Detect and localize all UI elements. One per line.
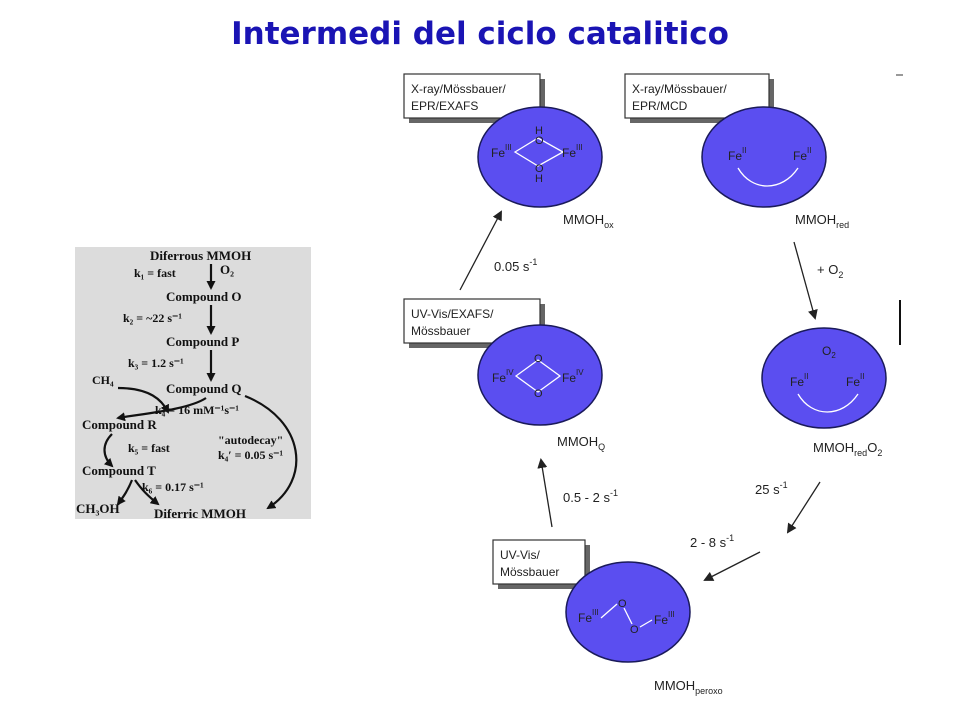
arrow-autodecay — [244, 394, 298, 510]
o-bottom-label: O — [535, 163, 544, 175]
o-top-label: O — [535, 135, 544, 147]
fe-left-label: Fe — [492, 371, 506, 385]
h-bottom-label: H — [535, 173, 543, 185]
technique-box-ox: X-ray/Mössbauer/ EPR/EXAFS — [403, 73, 545, 123]
fe-right-ox-state: II — [807, 146, 811, 155]
fe-left-label: Fe — [578, 611, 592, 625]
k2-label: k₂ = ~22 s⁻¹ — [123, 311, 182, 325]
o-bottom-label: O — [630, 624, 639, 636]
plus-o2-label: + O2 — [817, 262, 843, 280]
diferric-mmoh-label: Diferric MMOH — [154, 506, 246, 521]
autodecay-label: "autodecay" — [218, 433, 283, 447]
fe-right-ox-state: IV — [576, 368, 584, 377]
mmoh-peroxo-label: MMOHperoxo — [654, 678, 723, 696]
fe-right-ox-state: III — [576, 143, 583, 152]
compound-o-label: Compound O — [166, 289, 242, 304]
fe-right-label: Fe — [654, 613, 668, 627]
fe-left-ox-state: III — [505, 143, 512, 152]
rate-25-label: 25 s-1 — [755, 480, 788, 497]
k1-label: k₁ = fast — [134, 266, 176, 280]
fe-left-label: Fe — [491, 146, 505, 160]
fe-left-label: Fe — [790, 375, 804, 389]
compound-r-label: Compound R — [82, 417, 157, 432]
fe-left-ox-state: III — [592, 608, 599, 617]
fe-right-label: Fe — [562, 146, 576, 160]
arrow-k5 — [103, 433, 114, 468]
box-peroxo-line2: Mössbauer — [500, 565, 559, 579]
k3-label: k₃ = 1.2 s⁻¹ — [128, 356, 184, 370]
arrow-to-peroxo — [703, 551, 761, 581]
k4prime-label: k₄′ = 0.05 s⁻¹ — [218, 448, 283, 462]
arrow-to-diferric — [134, 479, 160, 506]
mmoh-red-o2-label: MMOHredO2 — [813, 440, 882, 458]
arrow-peroxo-to-q — [537, 458, 553, 528]
scheme-background — [75, 247, 311, 519]
page-title: Intermedi del ciclo catalitico — [231, 16, 729, 52]
box-peroxo-line1: UV-Vis/ — [500, 548, 540, 562]
fe-left-ox-state: IV — [506, 368, 514, 377]
h-top-label: H — [535, 125, 543, 137]
catalytic-cycle: X-ray/Mössbauer/ EPR/EXAFS X-ray/Mössbau… — [403, 73, 903, 696]
arrow-q-to-ox — [459, 210, 502, 291]
mmoh-red-label: MMOHred — [795, 212, 849, 230]
mmoh-ox-label: MMOHox — [563, 212, 614, 230]
ch3oh-label: CH₃OH — [76, 501, 120, 516]
compound-q-label: Compound Q — [166, 381, 242, 396]
arrow-ch4 — [117, 386, 169, 414]
arrow-red-to-redo2 — [793, 241, 818, 320]
mmoh-q-node: O O Fe IV Fe IV — [477, 324, 603, 426]
mmoh-ox-node: H H O O Fe III Fe III — [477, 106, 603, 208]
arrow-to-ch3oh — [116, 479, 134, 506]
fe-right-ox-state: III — [668, 610, 675, 619]
fe-right-ox-state: II — [860, 372, 864, 381]
rate-2-8-label: 2 - 8 s-1 — [690, 533, 734, 550]
mmoh-red-node: Fe II Fe II — [701, 106, 827, 208]
box-q-line1: UV-Vis/EXAFS/ — [411, 307, 494, 321]
rate-005-label: 0.05 s-1 — [494, 257, 537, 274]
arrow-k4 — [116, 397, 207, 422]
fe-left-ox-state: II — [742, 146, 746, 155]
o-bottom-label: O — [534, 388, 543, 400]
box-ox-line1: X-ray/Mössbauer/ — [411, 82, 506, 96]
ch4-label: CH₄ — [92, 373, 114, 387]
mmoh-red-o2-node: O2 Fe II Fe II — [761, 327, 887, 429]
fe-right-label: Fe — [846, 375, 860, 389]
box-q-line2: Mössbauer — [411, 324, 470, 338]
box-red-line1: X-ray/Mössbauer/ — [632, 82, 727, 96]
fe-left-ox-state: II — [804, 372, 808, 381]
compound-t-label: Compound T — [82, 463, 156, 478]
fe-right-label: Fe — [793, 149, 807, 163]
compound-p-label: Compound P — [166, 334, 239, 349]
o-top-label: O — [534, 353, 543, 365]
technique-box-peroxo: UV-Vis/ Mössbauer — [492, 539, 590, 589]
diferrous-mmoh-label: Diferrous MMOH — [150, 248, 251, 263]
arrow-redo2-down — [786, 481, 821, 534]
box-red-line2: EPR/MCD — [632, 99, 688, 113]
o2-label: O2 — [822, 344, 836, 360]
mmoh-q-label: MMOHQ — [557, 434, 605, 452]
mmoh-peroxo-node: Fe III Fe III O O — [565, 561, 691, 663]
k5-label: k₅ = fast — [128, 441, 170, 455]
fe-right-label: Fe — [562, 371, 576, 385]
fe-left-label: Fe — [728, 149, 742, 163]
o-top-label: O — [618, 598, 627, 610]
technique-box-red: X-ray/Mössbauer/ EPR/MCD — [624, 73, 774, 123]
box-ox-line2: EPR/EXAFS — [411, 99, 478, 113]
rate-05-2-label: 0.5 - 2 s-1 — [563, 488, 618, 505]
k4-label: k₄ = 16 mM⁻¹s⁻¹ — [155, 403, 239, 417]
k6-label: k₆ = 0.17 s⁻¹ — [142, 480, 204, 494]
kinetic-scheme: Diferrous MMOH k₁ = fast O₂ Compound O k… — [75, 247, 311, 521]
o2-reactant-label: O₂ — [220, 262, 234, 277]
